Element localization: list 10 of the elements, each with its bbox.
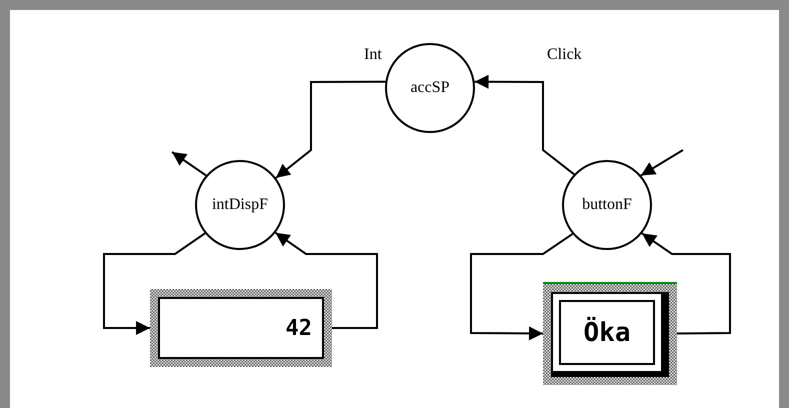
arrow (103, 232, 206, 335)
arrow (274, 232, 378, 329)
arrow (640, 149, 684, 176)
arrow (474, 74, 575, 176)
push-button: Öka (543, 282, 677, 385)
number-display-field: 42 (150, 289, 332, 367)
arrow (275, 80, 386, 179)
arrow (171, 151, 207, 176)
arrow (470, 233, 574, 340)
arrow (641, 232, 731, 334)
